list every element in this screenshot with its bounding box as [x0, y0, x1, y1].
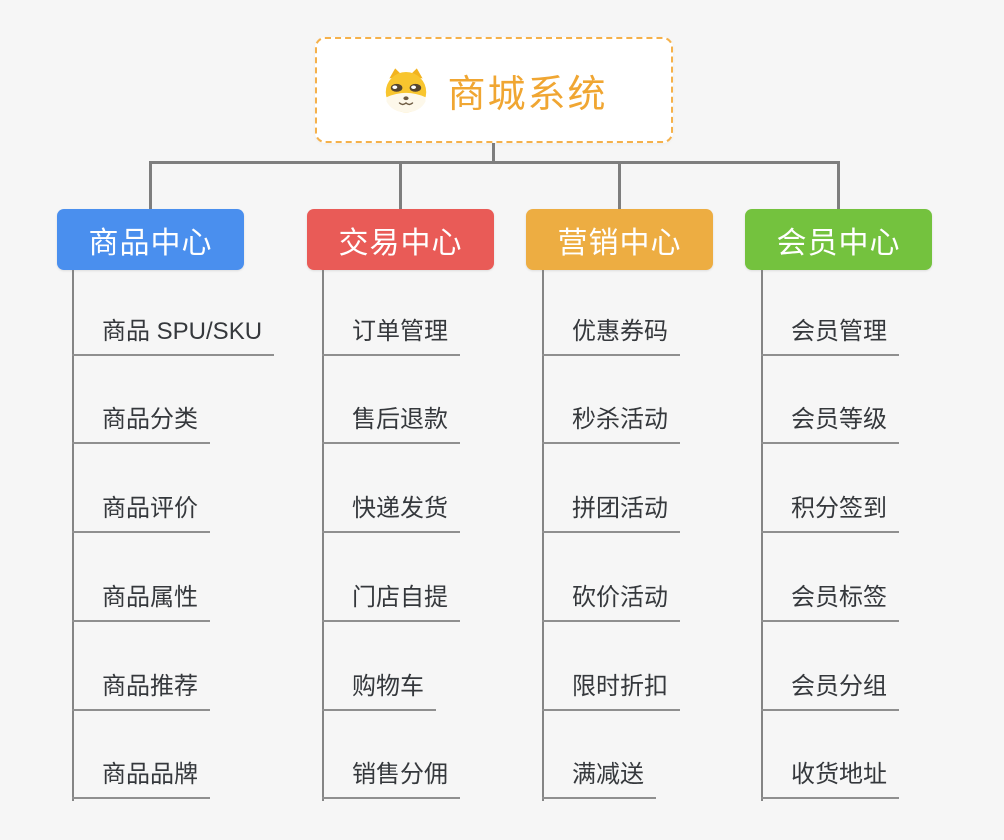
connector-drop-trade: [399, 161, 402, 209]
connector-root-stub: [492, 141, 495, 163]
leaf-node[interactable]: 会员等级: [761, 397, 899, 444]
leaf-node[interactable]: 会员管理: [761, 309, 899, 356]
leaf-node[interactable]: 会员分组: [761, 664, 899, 711]
leaf-node[interactable]: 订单管理: [322, 309, 460, 356]
leaf-node[interactable]: 门店自提: [322, 575, 460, 622]
leaf-node[interactable]: 收货地址: [761, 752, 899, 799]
leaf-node[interactable]: 商品品牌: [72, 752, 210, 799]
leaf-node[interactable]: 满减送: [542, 752, 656, 799]
connector-trunk-product: [72, 270, 74, 801]
connector-drop-marketing: [618, 161, 621, 209]
leaf-node[interactable]: 快递发货: [322, 486, 460, 533]
leaf-node[interactable]: 优惠券码: [542, 309, 680, 356]
leaf-node[interactable]: 商品 SPU/SKU: [72, 309, 275, 356]
branch-node-member-center[interactable]: 会员中心: [745, 209, 932, 270]
leaf-node[interactable]: 购物车: [322, 664, 436, 711]
leaf-node[interactable]: 会员标签: [761, 575, 899, 622]
leaf-node[interactable]: 销售分佣: [322, 752, 460, 799]
leaf-node[interactable]: 商品属性: [72, 575, 210, 622]
leaf-node[interactable]: 商品推荐: [72, 664, 210, 711]
branch-node-trade-center[interactable]: 交易中心: [307, 209, 494, 270]
branch-node-product-center[interactable]: 商品中心: [57, 209, 244, 270]
connector-bus: [149, 161, 840, 164]
leaf-node[interactable]: 商品评价: [72, 486, 210, 533]
connector-trunk-member: [761, 270, 763, 801]
branch-node-marketing-center[interactable]: 营销中心: [526, 209, 713, 270]
connector-trunk-trade: [322, 270, 324, 801]
shiba-dog-icon: [386, 68, 427, 113]
leaf-node[interactable]: 拼团活动: [542, 486, 680, 533]
leaf-node[interactable]: 秒杀活动: [542, 397, 680, 444]
leaf-node[interactable]: 商品分类: [72, 397, 210, 444]
connector-trunk-marketing: [542, 270, 544, 801]
leaf-node[interactable]: 积分签到: [761, 486, 899, 533]
leaf-node[interactable]: 售后退款: [322, 397, 460, 444]
root-node[interactable]: 商城系统: [315, 37, 673, 143]
leaf-node[interactable]: 砍价活动: [542, 575, 680, 622]
root-node-title: 商城系统: [447, 73, 608, 116]
leaf-node[interactable]: 限时折扣: [542, 664, 680, 711]
connector-drop-product: [149, 161, 152, 209]
connector-drop-member: [837, 161, 840, 209]
